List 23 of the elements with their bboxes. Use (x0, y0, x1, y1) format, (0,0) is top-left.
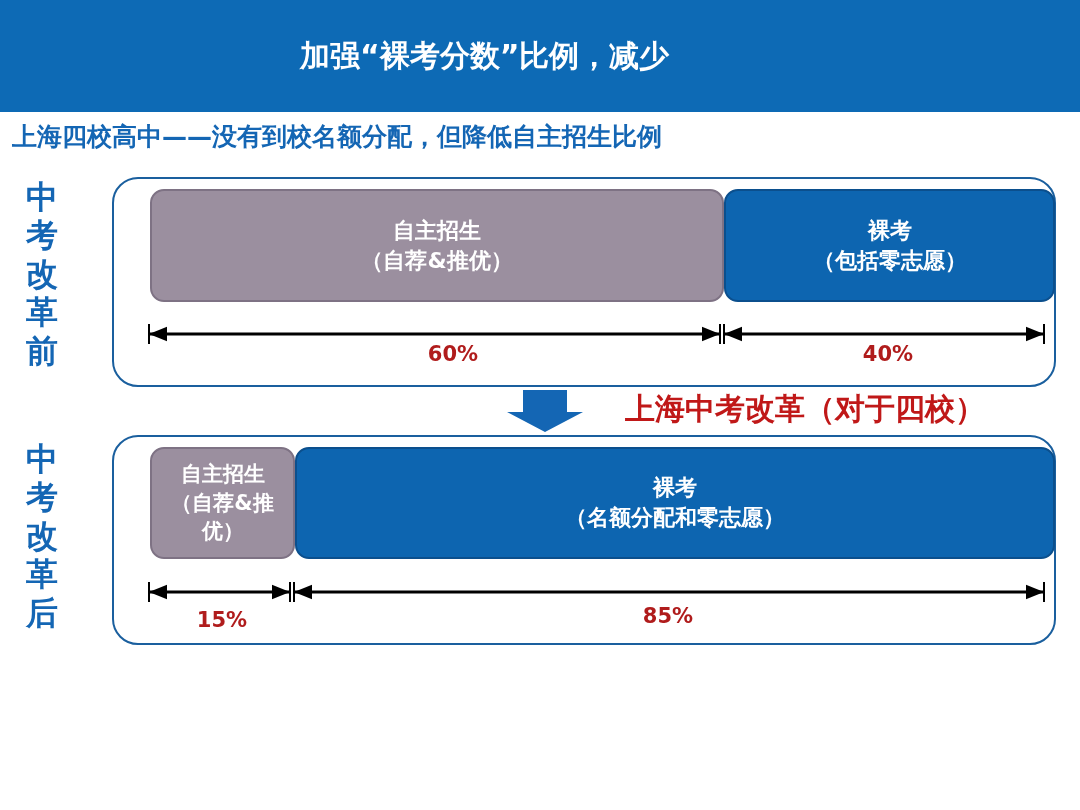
box-note: （包括零志愿） (812, 246, 967, 275)
box-note: （名额分配和零志愿） (565, 504, 785, 532)
title: 加强“裸考分数”比例，减少 (300, 37, 670, 75)
percent-label: 85% (642, 604, 694, 628)
box-heading: 自主招生 (180, 461, 265, 489)
segment-bar (150, 189, 724, 302)
subtitle: 上海四校高中——没有到校名额分配，但降低自主招生比例 (12, 121, 662, 153)
block-arrow (507, 390, 583, 432)
side-label: 中考改革后 (25, 440, 59, 632)
panel-frame (112, 177, 1056, 387)
segment-bar (150, 447, 295, 559)
box-note: （自荐&推优） (361, 246, 513, 275)
percent-label: 40% (862, 342, 914, 366)
box-note: （自荐&推优） (170, 489, 275, 546)
box-heading: 自主招生 (393, 216, 481, 245)
box-heading: 裸考 (867, 216, 912, 245)
segment-bar (295, 447, 1055, 559)
panel-frame (112, 435, 1056, 645)
side-label: 中考改革前 (25, 178, 59, 370)
box-heading: 裸考 (653, 474, 697, 503)
percent-label: 15% (196, 608, 248, 632)
segment-bar (724, 189, 1055, 302)
percent-label: 60% (427, 342, 479, 366)
